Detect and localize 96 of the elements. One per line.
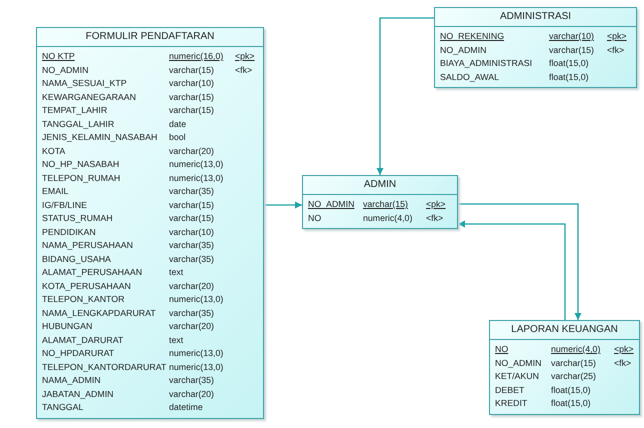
- column-type: varchar(15): [169, 212, 214, 224]
- column-name: TANGGAL_LAHIR: [42, 118, 114, 130]
- column-type: varchar(15): [169, 90, 214, 102]
- column-type: varchar(15): [549, 44, 594, 56]
- key-marker: <fk>: [426, 212, 444, 224]
- column-name: NO_ADMIN: [42, 64, 88, 76]
- column-type: varchar(20): [169, 388, 214, 400]
- column-type: numeric(16,0): [169, 50, 224, 62]
- column-name: KOTA_PERUSAHAAN: [42, 280, 131, 292]
- column-type: varchar(10): [549, 30, 594, 42]
- column-type: varchar(25): [551, 370, 596, 382]
- column-name: HUBUNGAN: [42, 320, 92, 332]
- column-type: varchar(20): [169, 280, 214, 292]
- relationship-arrow: [458, 220, 566, 320]
- column-name: TELEPON_RUMAH: [42, 172, 120, 184]
- column-name: PENDIDIKAN: [42, 226, 96, 238]
- key-marker: <pk>: [607, 30, 627, 42]
- column-type: varchar(15): [169, 64, 214, 76]
- column-name: NAMA_ADMIN: [42, 374, 101, 386]
- column-name: JENIS_KELAMIN_NASABAH: [42, 131, 158, 143]
- column-name: KEWARGANEGARAAN: [42, 90, 136, 102]
- column-type: varchar(20): [169, 320, 214, 332]
- column-name: KREDIT: [495, 397, 528, 409]
- key-marker: <pk>: [614, 343, 634, 355]
- table-title: LAPORAN KEUANGAN: [510, 323, 619, 337]
- column-name: NO_HP_NASABAH: [42, 158, 120, 170]
- column-type: numeric(4,0): [363, 212, 412, 224]
- column-name: BIDANG_USAHA: [42, 252, 111, 264]
- entity-table: [302, 175, 458, 229]
- column-name: ALAMAT_DARURAT: [42, 334, 124, 346]
- entity-table: [434, 7, 637, 88]
- column-type: float(15,0): [549, 57, 589, 69]
- column-name: STATUS_RUMAH: [42, 212, 113, 224]
- column-type: float(15,0): [549, 70, 589, 82]
- key-marker: <pk>: [426, 198, 446, 210]
- column-name: NAMA_PERUSAHAAN: [42, 239, 133, 251]
- entity-table: [489, 320, 640, 414]
- table-title: FORMULIR PENDAFTARAN: [84, 30, 216, 44]
- column-type: datetime: [169, 401, 203, 413]
- column-type: numeric(13,0): [169, 293, 224, 305]
- column-type: varchar(35): [169, 252, 214, 264]
- column-type: numeric(13,0): [169, 158, 224, 170]
- column-name: TELEPON_KANTOR: [42, 293, 124, 305]
- column-type: varchar(35): [169, 374, 214, 386]
- column-name: NO KTP: [42, 50, 75, 62]
- column-type: bool: [169, 131, 186, 143]
- column-name: JABATAN_ADMIN: [42, 388, 114, 400]
- entity-table: [36, 27, 264, 418]
- key-marker: <fk>: [235, 64, 252, 76]
- column-type: varchar(10): [169, 226, 214, 238]
- relationship-arrow: [264, 202, 302, 208]
- column-type: varchar(15): [169, 104, 214, 116]
- column-name: NO_ADMIN: [308, 198, 354, 210]
- column-type: numeric(13,0): [169, 172, 224, 184]
- column-type: numeric(13,0): [169, 360, 224, 372]
- column-type: date: [169, 118, 186, 130]
- column-type: numeric(4,0): [551, 343, 600, 355]
- column-name: NAMA_LENGKAPDARURAT: [42, 306, 156, 318]
- column-name: KOTA: [42, 144, 66, 156]
- table-title: ADMIN: [362, 178, 398, 192]
- relationship-arrow: [376, 17, 434, 175]
- column-name: NO_ADMIN: [440, 44, 486, 56]
- table-title: ADMINISTRASI: [498, 10, 572, 24]
- column-name: BIAYA_ADMINISTRASI: [440, 57, 532, 69]
- column-type: text: [169, 266, 184, 278]
- column-type: varchar(10): [169, 77, 214, 89]
- column-type: varchar(15): [363, 198, 408, 210]
- column-name: IG/FB/LINE: [42, 198, 87, 210]
- column-type: numeric(13,0): [169, 347, 224, 359]
- column-type: varchar(35): [169, 185, 214, 197]
- column-name: NO_HPDARURAT: [42, 347, 114, 359]
- column-type: varchar(35): [169, 306, 214, 318]
- column-name: SALDO_AWAL: [440, 70, 499, 82]
- key-marker: <fk>: [607, 44, 624, 56]
- column-type: float(15,0): [551, 397, 591, 409]
- column-name: NAMA_SESUAI_KTP: [42, 77, 127, 89]
- column-type: float(15,0): [551, 384, 591, 396]
- column-name: TANGGAL: [42, 401, 84, 413]
- column-name: ALAMAT_PERUSAHAAN: [42, 266, 142, 278]
- column-type: varchar(35): [169, 239, 214, 251]
- column-type: varchar(15): [551, 356, 596, 368]
- column-name: DEBET: [495, 384, 524, 396]
- column-name: NO: [495, 343, 508, 355]
- key-marker: <fk>: [614, 356, 632, 368]
- column-name: TEMPAT_LAHIR: [42, 104, 108, 116]
- column-type: text: [169, 334, 184, 346]
- column-type: varchar(15): [169, 198, 214, 210]
- column-name: EMAIL: [42, 185, 68, 197]
- column-name: NO_REKENING: [440, 30, 504, 42]
- key-marker: <pk>: [235, 50, 255, 62]
- column-type: varchar(20): [169, 144, 214, 156]
- column-name: KET/AKUN: [495, 370, 539, 382]
- column-name: NO_ADMIN: [495, 356, 542, 368]
- column-name: TELEPON_KANTORDARURAT: [42, 360, 166, 372]
- column-name: NO: [308, 212, 322, 224]
- relationship-arrow: [458, 203, 582, 320]
